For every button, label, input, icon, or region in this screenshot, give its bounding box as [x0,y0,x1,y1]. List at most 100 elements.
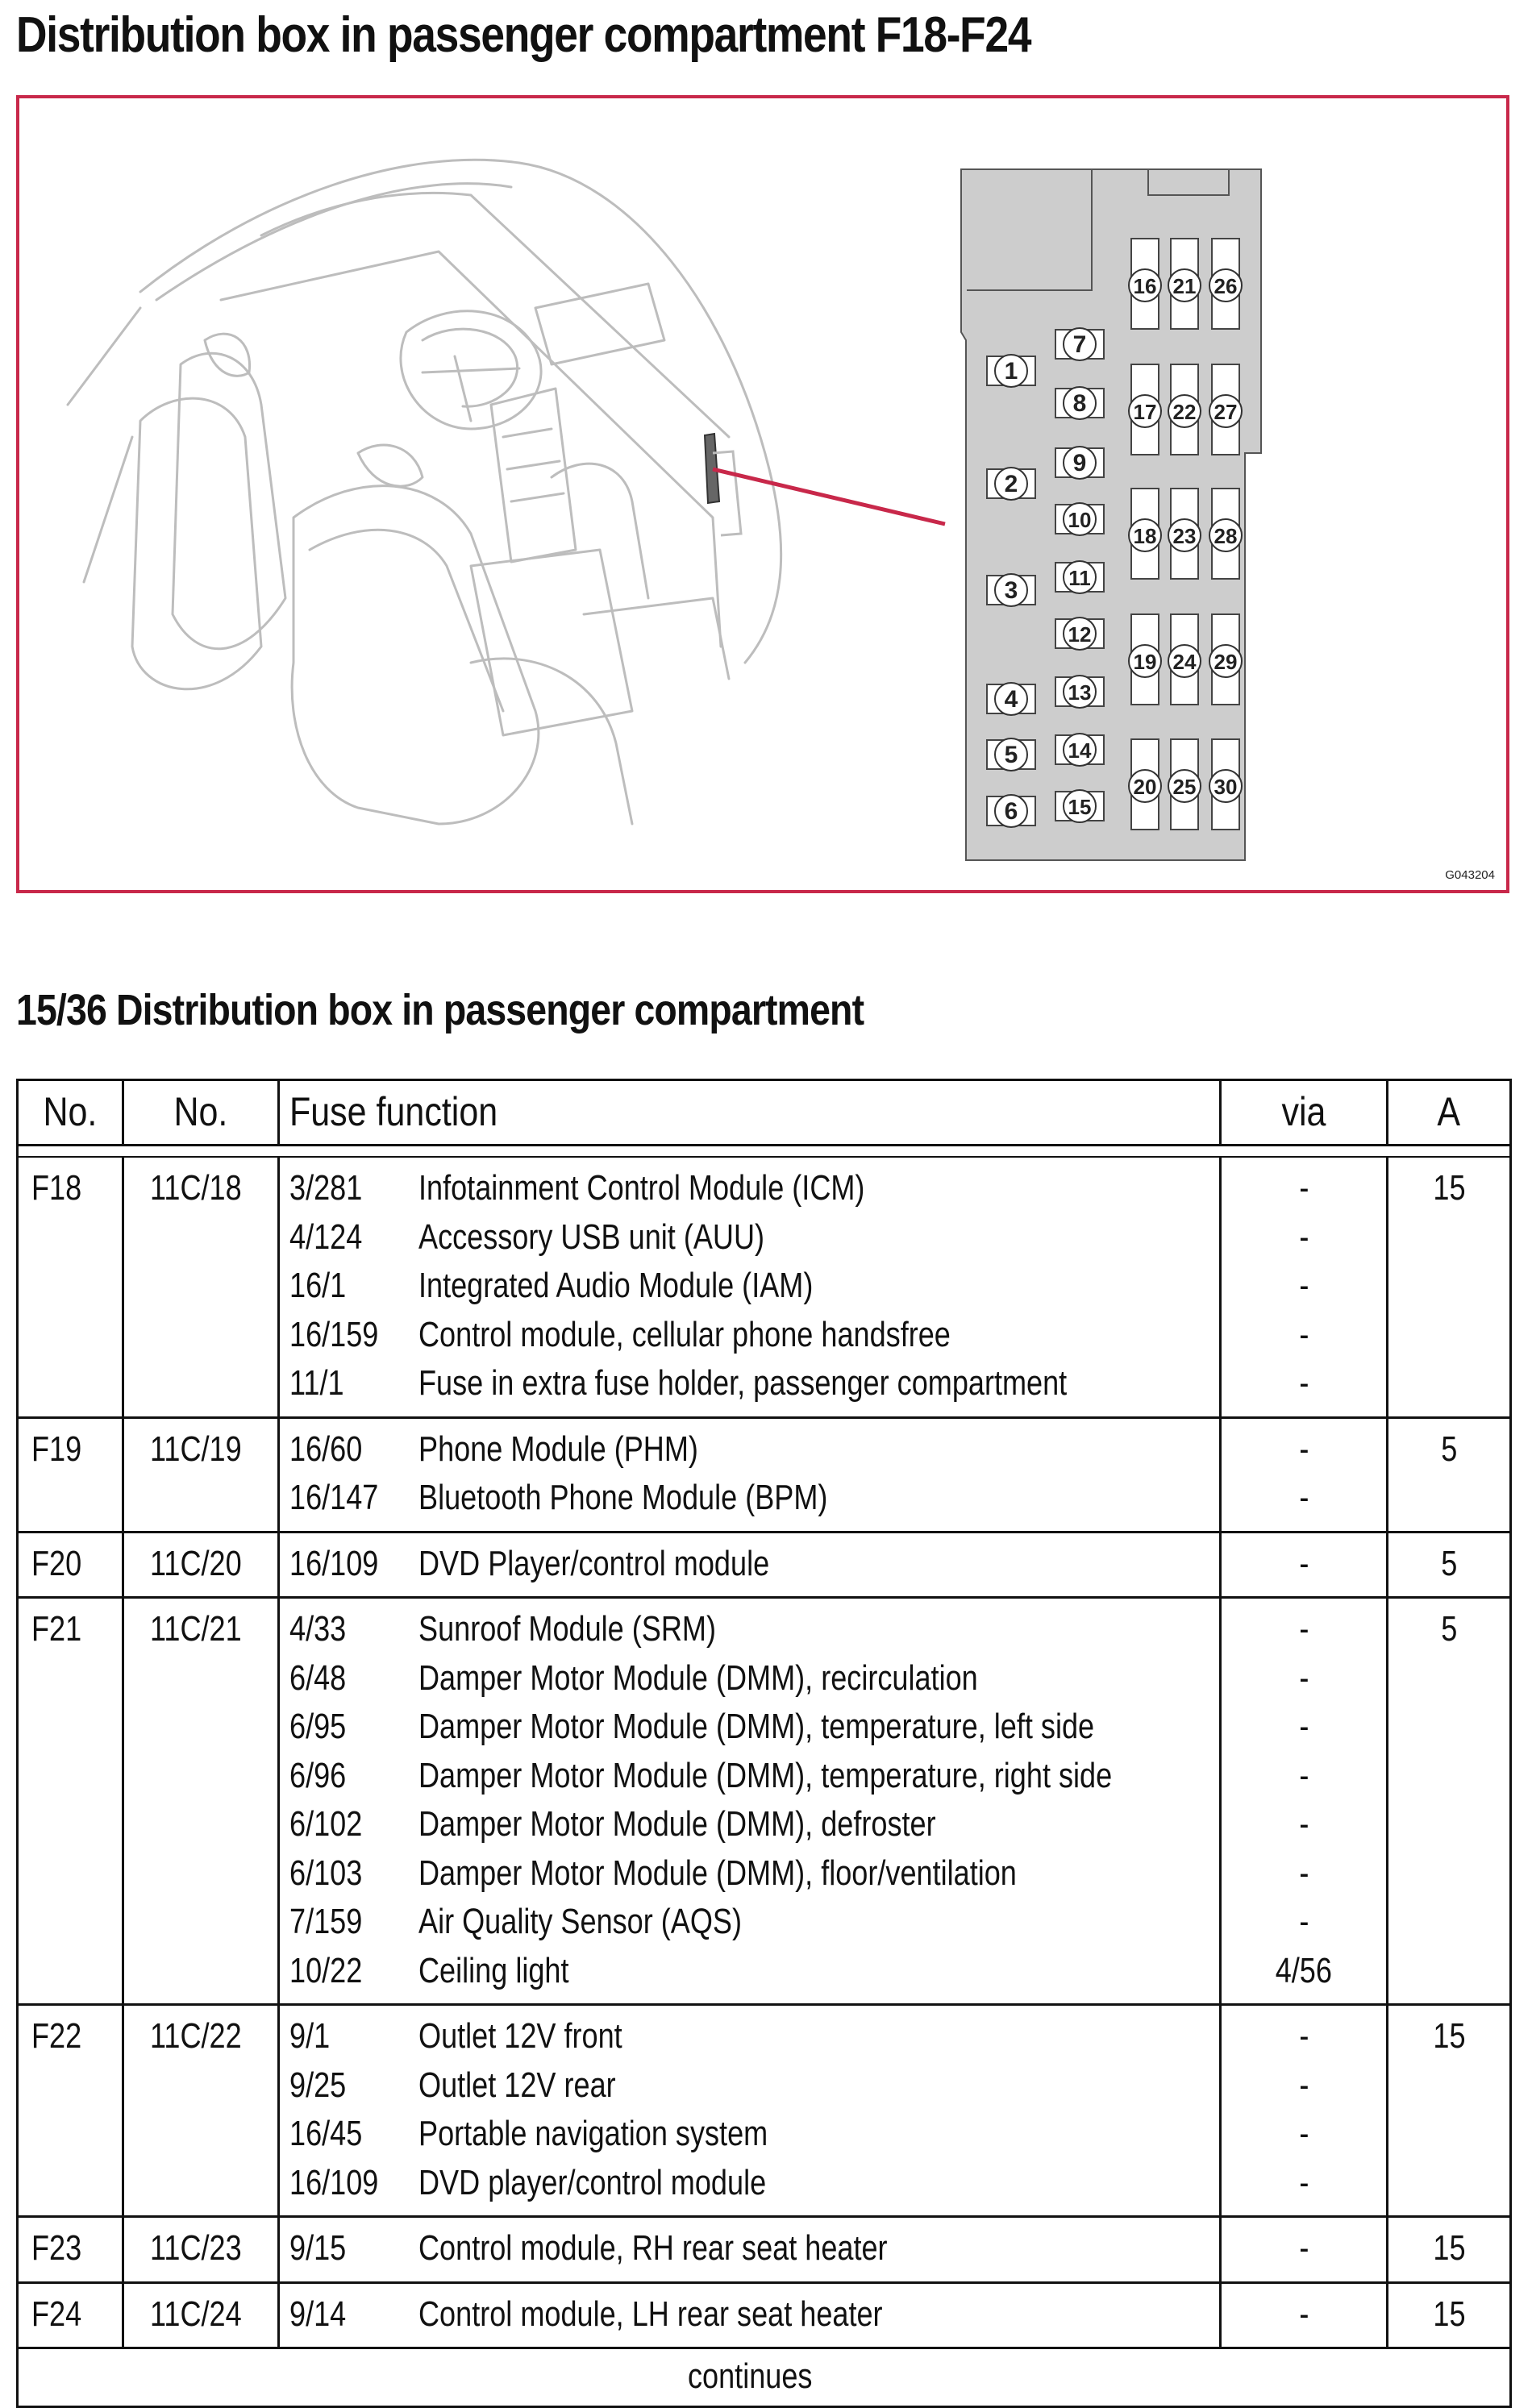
svg-text:12: 12 [1068,622,1092,647]
via-value: - [1298,2162,1309,2202]
component-code: 7/159 [289,1902,363,1941]
svg-text:2: 2 [1005,471,1018,497]
component-description: Damper Motor Module (DMM), temperature, … [418,1755,1113,1795]
fuse-slot-16: 16 [1128,238,1162,330]
function-item: 4/33 Sunroof Module (SRM) [289,1605,1219,1654]
via-value: 4/56 [1275,1950,1333,1990]
component-description: Control module, LH rear seat heater [418,2294,883,2334]
svg-text:15: 15 [1068,795,1092,819]
via-value: - [1298,2065,1309,2105]
svg-text:5: 5 [1005,742,1018,768]
connector-number: 11C/24 [124,2283,280,2347]
connector-number: 11C/22 [124,2006,280,2215]
svg-text:6: 6 [1005,798,1018,825]
connector-number: 11C/20 [124,1533,280,1596]
component-code: 6/102 [289,1804,363,1844]
fuse-slot-1: 1 [986,354,1036,388]
svg-text:10: 10 [1068,508,1092,532]
svg-text:23: 23 [1173,524,1197,548]
svg-text:29: 29 [1214,650,1238,674]
component-code: 16/159 [289,1314,379,1354]
component-description: Fuse in extra fuse holder, passenger com… [418,1363,1068,1403]
svg-text:30: 30 [1214,775,1238,799]
fuse-slot-5: 5 [986,738,1036,771]
svg-text:1: 1 [1005,358,1018,385]
component-description: Outlet 12V rear [418,2065,616,2105]
fuse-number: F24 [19,2283,124,2347]
via-value: - [1298,2114,1309,2153]
via-value: - [1298,1168,1309,1208]
component-description: Infotainment Control Module (ICM) [418,1168,865,1208]
component-description: DVD player/control module [418,2162,767,2202]
svg-text:17: 17 [1134,400,1157,424]
fuse-slot-2: 2 [986,467,1036,501]
via-value: - [1298,2294,1309,2334]
svg-text:22: 22 [1173,400,1197,424]
fuse-number: F18 [19,1158,124,1416]
svg-text:14: 14 [1068,738,1092,763]
figure-code: G043204 [1445,868,1495,882]
fuse-slot-24: 24 [1168,613,1201,705]
via-list: - [1222,2218,1388,2281]
fuse-slot-15: 15 [1055,789,1105,823]
svg-text:11: 11 [1068,566,1091,590]
via-value: - [1298,1853,1309,1893]
via-value: - [1298,1216,1309,1257]
fuse-slot-17: 17 [1128,364,1162,455]
component-code: 16/147 [289,1478,379,1517]
header-amps: A [1437,1089,1461,1134]
component-code: 4/33 [289,1609,347,1649]
connector-number: 11C/21 [124,1599,280,2003]
svg-text:27: 27 [1214,400,1238,424]
table-title: 15/36 Distribution box in passenger comp… [16,986,864,1034]
amperage: 15 [1432,2294,1466,2334]
connector-number: 11C/18 [124,1158,280,1416]
svg-text:16: 16 [1134,274,1157,298]
svg-text:20: 20 [1134,775,1157,799]
via-list: -------4/56 [1222,1599,1388,2003]
via-value: - [1298,1314,1309,1354]
svg-text:25: 25 [1173,775,1197,799]
svg-text:3: 3 [1005,577,1018,604]
component-description: Portable navigation system [418,2114,768,2153]
pointer-line [712,467,946,526]
fuse-slot-19: 19 [1128,613,1162,705]
component-description: Sunroof Module (SRM) [418,1609,716,1649]
amperage: 15 [1432,1168,1466,1208]
fuse-slot-27: 27 [1209,364,1243,455]
via-value: - [1298,2228,1309,2268]
component-code: 9/25 [289,2065,347,2105]
amperage: 5 [1440,1429,1458,1469]
table-footer: continues [688,2356,813,2396]
component-code: 16/60 [289,1429,363,1469]
function-item: 16/45 Portable navigation system [289,2110,1219,2159]
fuse-slot-12: 12 [1055,617,1105,651]
component-code: 16/45 [289,2114,363,2153]
fuse-slot-25: 25 [1168,738,1201,830]
fuse-slot-7: 7 [1055,327,1105,361]
component-description: Ceiling light [418,1950,569,1990]
table-header-row: No. No. Fuse function via A [19,1081,1509,1146]
component-code: 16/1 [289,1266,347,1305]
svg-text:13: 13 [1068,680,1092,705]
